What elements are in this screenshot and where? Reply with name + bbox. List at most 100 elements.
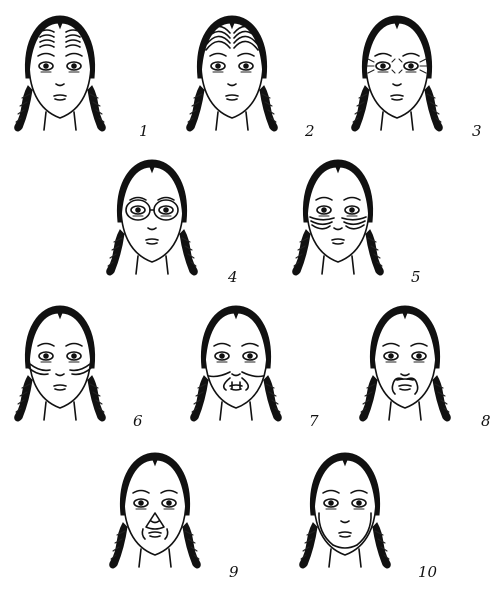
nose	[56, 84, 64, 86]
nose	[151, 521, 159, 523]
left-eyebrow	[38, 344, 54, 347]
hair	[310, 453, 379, 515]
left-eyebrow	[133, 491, 149, 494]
neck	[322, 256, 354, 274]
face-label-7: 7	[309, 414, 319, 429]
face-5	[293, 160, 384, 275]
face-outline	[366, 58, 428, 118]
face-9	[110, 453, 201, 568]
left-eyebrow	[210, 54, 226, 57]
face-outline	[307, 202, 369, 262]
face-outline	[314, 495, 376, 555]
face-label-5: 5	[411, 270, 421, 285]
right-braid	[433, 376, 450, 421]
nose	[393, 84, 401, 86]
right-eyebrow	[66, 344, 82, 347]
face-outline	[201, 58, 263, 118]
zone-marks-cheek-lines	[29, 364, 91, 374]
face-7	[191, 306, 282, 421]
right-braid	[425, 86, 442, 131]
face-label-4: 4	[228, 270, 238, 285]
right-braid	[88, 86, 105, 131]
nose	[228, 84, 236, 86]
right-braid	[180, 230, 197, 275]
right-eyebrow	[238, 54, 254, 57]
left-braid	[293, 230, 310, 275]
face-6	[15, 306, 106, 421]
left-eyebrow	[214, 344, 230, 347]
face-1	[15, 16, 106, 131]
face-8	[360, 306, 451, 421]
right-eyebrow	[66, 54, 82, 57]
mouth	[54, 385, 66, 390]
mouth	[149, 532, 161, 537]
neck	[44, 112, 76, 130]
face-label-9: 9	[229, 565, 239, 580]
nose	[334, 228, 342, 230]
left-eyebrow	[38, 54, 54, 57]
left-eyebrow	[323, 491, 339, 494]
hair	[370, 306, 439, 368]
face-label-1: 1	[139, 124, 149, 139]
right-braid	[260, 86, 277, 131]
hair	[303, 160, 372, 222]
face-outline	[374, 348, 436, 408]
zone-marks-forehead-short	[40, 30, 80, 47]
mouth	[146, 239, 158, 244]
face-4	[107, 160, 198, 275]
hair	[201, 306, 270, 368]
face-outline	[29, 348, 91, 408]
nose	[148, 228, 156, 230]
nose	[401, 374, 409, 376]
mouth	[339, 532, 351, 537]
neck	[220, 402, 252, 420]
right-eyebrow	[403, 54, 419, 57]
left-braid	[187, 86, 204, 131]
zone-marks-under-eyes	[310, 217, 366, 229]
neck	[389, 402, 421, 420]
left-braid	[352, 86, 369, 131]
right-eyebrow	[411, 344, 427, 347]
hair	[362, 16, 431, 78]
left-braid	[300, 523, 317, 568]
mouth	[399, 385, 411, 390]
right-eyebrow	[351, 491, 367, 494]
left-braid	[110, 523, 127, 568]
left-braid	[15, 376, 32, 421]
left-eyebrow	[316, 198, 332, 201]
neck	[139, 549, 171, 567]
face-2	[187, 16, 278, 131]
nose	[56, 374, 64, 376]
right-braid	[183, 523, 200, 568]
face-outline	[29, 58, 91, 118]
nose	[341, 521, 349, 523]
face-label-10: 10	[418, 565, 437, 580]
right-eyebrow	[242, 344, 258, 347]
mouth	[226, 95, 238, 100]
neck	[136, 256, 168, 274]
zone-marks-mustache	[392, 378, 417, 394]
hair	[25, 16, 94, 78]
mouth	[332, 239, 344, 244]
neck	[216, 112, 248, 130]
nose	[232, 374, 240, 376]
left-braid	[15, 86, 32, 131]
right-eyebrow	[161, 491, 177, 494]
face-label-8: 8	[481, 414, 491, 429]
mouth	[54, 95, 66, 100]
hair	[25, 306, 94, 368]
left-braid	[191, 376, 208, 421]
right-braid	[366, 230, 383, 275]
zone-marks-eye-circles	[126, 200, 178, 220]
mouth	[391, 95, 403, 100]
left-eyebrow	[383, 344, 399, 347]
face-outline	[124, 495, 186, 555]
neck	[329, 549, 361, 567]
face-10	[300, 453, 391, 568]
left-braid	[107, 230, 124, 275]
face-3	[352, 16, 443, 131]
hair	[120, 453, 189, 515]
face-label-6: 6	[133, 414, 143, 429]
